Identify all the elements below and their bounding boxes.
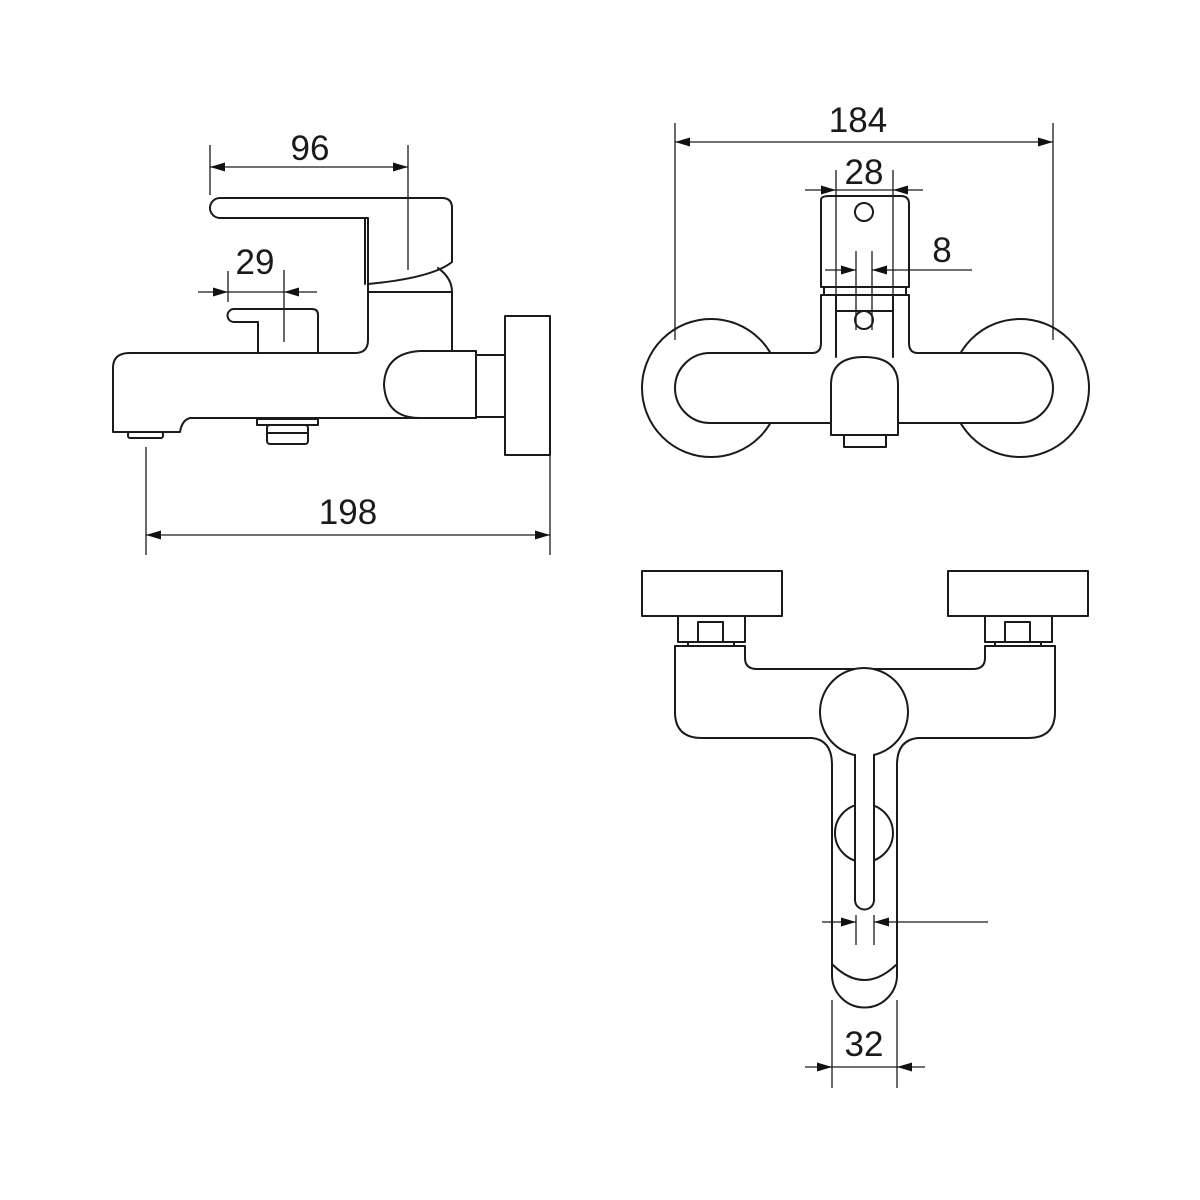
aerator <box>127 431 164 439</box>
dimension-8: 8 <box>825 231 972 330</box>
front-aerator <box>843 434 887 448</box>
dimension-label-28: 28 <box>845 153 884 192</box>
wall-plate <box>475 315 551 456</box>
diverter-knob <box>226 308 319 354</box>
side-view: 96 29 198 <box>112 129 551 555</box>
dimension-184: 184 <box>674 101 1054 340</box>
ring <box>823 286 907 296</box>
dimension-label-32: 32 <box>845 1025 884 1064</box>
lever-stem <box>854 755 875 911</box>
cartridge-hole-icon <box>854 310 874 330</box>
main-lever <box>209 197 453 293</box>
dimension-28: 28 <box>805 153 923 340</box>
dimension-label-198: 198 <box>319 493 377 532</box>
dimension-29: 29 <box>198 243 317 342</box>
dimension-label-96: 96 <box>291 129 330 168</box>
mixer-body <box>112 283 477 433</box>
dimension-lever-width <box>822 915 988 945</box>
dimension-32: 32 <box>805 1000 925 1088</box>
dimension-label-8: 8 <box>932 231 951 270</box>
dimension-label-184: 184 <box>829 101 887 140</box>
front-view: 184 28 8 <box>641 101 1090 458</box>
shower-outlet <box>256 418 319 445</box>
dimension-198: 198 <box>145 447 551 555</box>
handle-top <box>820 195 910 288</box>
dimension-96: 96 <box>209 129 409 270</box>
handle-hole-icon <box>854 202 874 222</box>
right-wall-plate <box>947 570 1089 617</box>
lever-head <box>819 667 909 757</box>
left-wall-plate <box>641 570 783 617</box>
front-spout <box>830 356 899 436</box>
dimension-label-29: 29 <box>236 243 275 282</box>
top-view: 32 <box>641 570 1089 1088</box>
